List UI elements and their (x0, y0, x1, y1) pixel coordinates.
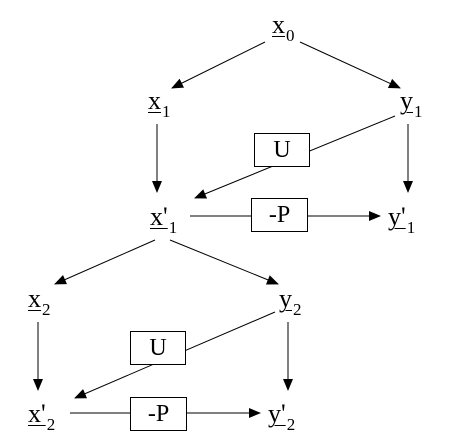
operator-box-p2: -P (130, 397, 187, 431)
node-xp1-sub: 1 (168, 218, 178, 237)
node-yp2-sub: 2 (286, 415, 296, 434)
node-x1: x1 (148, 86, 171, 121)
node-y2-sub: 2 (293, 300, 302, 319)
operator-box-p1: -P (251, 198, 308, 232)
node-yp1-sub: 1 (406, 218, 416, 237)
node-xp1-base: x' (150, 202, 168, 231)
operator-box-u1: U (254, 133, 310, 167)
arrow-x0-to-x1 (171, 41, 266, 89)
node-yp2: y'2 (268, 399, 296, 434)
node-x2: x2 (28, 284, 51, 319)
operator-box-u2: U (130, 331, 186, 365)
node-xp2-base: x' (28, 399, 46, 428)
arrow-xp1-to-x2 (54, 239, 156, 285)
node-xp2: x'2 (28, 399, 56, 434)
node-y2-base: y (279, 284, 292, 313)
node-xp1: x'1 (150, 202, 178, 237)
node-y2: y2 (279, 284, 302, 319)
node-y1-base: y (400, 86, 413, 115)
node-x1-base: x (148, 86, 161, 115)
node-x0-sub: 0 (286, 26, 295, 45)
node-x2-base: x (28, 284, 41, 313)
node-y1-sub: 1 (414, 102, 423, 121)
node-x2-sub: 2 (42, 300, 51, 319)
node-x1-sub: 1 (162, 102, 171, 121)
node-yp1: y'1 (388, 202, 416, 237)
node-x0: x0 (272, 10, 295, 45)
node-yp2-base: y' (268, 399, 286, 428)
node-y1: y1 (400, 86, 423, 121)
node-x0-base: x (272, 10, 285, 39)
node-yp1-base: y' (388, 202, 406, 231)
node-xp2-sub: 2 (46, 415, 56, 434)
arrow-x0-to-y1 (299, 41, 401, 89)
arrow-xp1-to-y2 (169, 239, 279, 285)
